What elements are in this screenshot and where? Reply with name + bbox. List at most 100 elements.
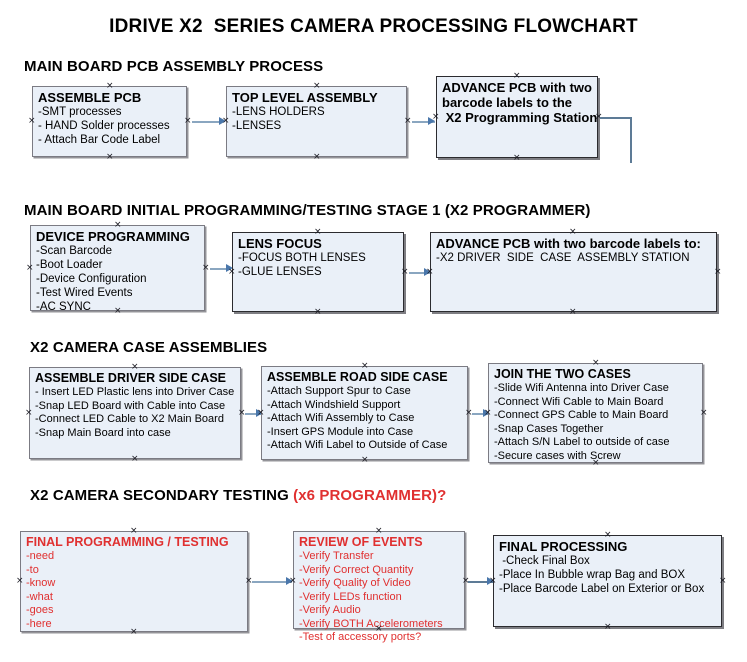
node-line: - Insert LED Plastic lens into Driver Ca… [35,386,235,398]
node-review-of-events[interactable]: REVIEW OF EVENTS -Verify Transfer -Verif… [293,531,465,643]
connection-handle-icon[interactable]: × [314,227,322,237]
connection-handle-icon[interactable]: × [238,408,246,418]
connection-handle-icon[interactable]: × [592,458,600,468]
node-line: -Connect Wifi Cable to Main Board [494,395,664,408]
node-line: -SMT processes [38,106,122,118]
connection-handle-icon[interactable]: × [432,112,440,122]
connection-handle-icon[interactable]: × [513,71,521,81]
connection-handle-icon[interactable]: × [484,408,492,418]
arrow-head-icon [219,117,226,125]
connection-handle-icon[interactable]: × [361,361,369,371]
node-line: -Verify Audio [299,604,361,616]
section-header-x2-camera-secondary-testing: X2 CAMERA SECONDARY TESTING (x6 PROGRAMM… [30,487,446,504]
node-line: -Place Barcode Label on Exterior or Box [499,583,705,595]
node-line: -Insert GPS Module into Case [267,425,414,438]
connection-handle-icon[interactable]: × [131,362,139,372]
connection-handle-icon[interactable]: × [569,227,577,237]
node-line: -Snap Main Board into case [35,426,171,439]
connection-handle-icon[interactable]: × [465,408,473,418]
connection-handle-icon[interactable]: × [604,530,612,540]
node-final-programming-testing[interactable]: FINAL PROGRAMMING / TESTING -need -to -k… [20,531,248,632]
section-header-text: X2 CAMERA SECONDARY TESTING [30,487,294,504]
connection-handle-icon[interactable]: × [700,408,708,418]
node-assemble-pcb[interactable]: ASSEMBLE PCB -SMT processes - HAND Solde… [32,86,187,157]
connection-handle-icon[interactable]: × [604,622,612,632]
connection-handle-icon[interactable]: × [130,526,138,536]
node-line: -Scan Barcode [36,245,113,257]
node-top-level-assembly[interactable]: TOP LEVEL ASSEMBLY -LENS HOLDERS -LENSES [226,86,407,157]
connection-handle-icon[interactable]: × [375,526,383,536]
connection-handle-icon[interactable]: × [714,267,722,277]
connection-handle-icon[interactable]: × [130,627,138,637]
connector-line [210,268,230,270]
arrow-head-icon [428,117,435,125]
connection-handle-icon[interactable]: × [16,576,24,586]
node-assemble-driver-side-case[interactable]: ASSEMBLE DRIVER SIDE CASE - Insert LED P… [29,367,241,459]
connection-handle-icon[interactable]: × [404,116,412,126]
node-line: -Attach Support Spur to Case [267,385,411,397]
section-header-x2-camera-case-assemblies: X2 CAMERA CASE ASSEMBLIES [30,339,268,356]
arrow-head-icon [487,577,494,585]
connection-handle-icon[interactable]: × [719,576,727,586]
connection-handle-icon[interactable]: × [513,153,521,163]
connection-handle-icon[interactable]: × [114,306,122,316]
node-line: -Place In Bubble wrap Bag and BOX [499,569,686,581]
node-line: -need [26,550,55,562]
connection-handle-icon[interactable]: × [595,112,603,122]
node-line: -here [26,617,52,630]
connection-handle-icon[interactable]: × [131,454,139,464]
connection-handle-icon[interactable]: × [489,576,497,586]
node-line: -GLUE LENSES [238,266,322,278]
node-title: ASSEMBLE ROAD SIDE CASE [267,370,448,384]
node-line: -Snap LED Board with Cable into Case [35,399,226,412]
connector-tail-vertical [630,117,632,163]
connection-handle-icon[interactable]: × [228,267,236,277]
connection-handle-icon[interactable]: × [257,408,265,418]
connection-handle-icon[interactable]: × [289,576,297,586]
connection-handle-icon[interactable]: × [106,152,114,162]
node-line: -Secure cases with Screw [494,449,621,462]
connector-line [252,581,292,583]
connection-handle-icon[interactable]: × [313,81,321,91]
node-line: -Attach S/N Label to outside of case [494,436,670,448]
connection-handle-icon[interactable]: × [361,455,369,465]
connection-handle-icon[interactable]: × [592,358,600,368]
node-title: REVIEW OF EVENTS [299,535,423,549]
connection-handle-icon[interactable]: × [401,267,409,277]
connection-handle-icon[interactable]: × [106,81,114,91]
node-line: - HAND Solder processes [38,120,170,132]
connection-handle-icon[interactable]: × [375,624,383,634]
connection-handle-icon[interactable]: × [426,267,434,277]
connection-handle-icon[interactable]: × [26,263,34,273]
node-advance-pcb-x2-programming-station[interactable]: ADVANCE PCB with two barcode labels to t… [436,76,598,158]
connector-line [472,413,488,415]
node-line: -Attach Wifi Label to Outside of Case [267,439,448,451]
connection-handle-icon[interactable]: × [462,576,470,586]
connection-handle-icon[interactable]: × [28,116,36,126]
connection-handle-icon[interactable]: × [245,576,253,586]
connection-handle-icon[interactable]: × [569,307,577,317]
node-assemble-road-side-case[interactable]: ASSEMBLE ROAD SIDE CASE -Attach Support … [261,366,468,460]
node-title: TOP LEVEL ASSEMBLY [232,90,378,105]
node-title: ASSEMBLE PCB [38,90,142,105]
connection-handle-icon[interactable]: × [25,408,33,418]
node-device-programming[interactable]: DEVICE PROGRAMMING -Scan Barcode -Boot L… [30,225,205,313]
node-line-overflow: -Test of accessory ports? [299,631,422,643]
node-line: -Snap Cases Together [494,422,604,435]
page-title: IDRIVE X2 SERIES CAMERA PROCESSING FLOWC… [109,16,638,37]
connection-handle-icon[interactable]: × [222,116,230,126]
node-title: ADVANCE PCB with two barcode labels to: [436,236,701,251]
arrow-head-icon [483,409,490,417]
node-lens-focus[interactable]: LENS FOCUS -FOCUS BOTH LENSES -GLUE LENS… [232,232,404,312]
node-advance-pcb-driver-side-case[interactable]: ADVANCE PCB with two barcode labels to: … [430,232,717,312]
connection-handle-icon[interactable]: × [313,152,321,162]
connection-handle-icon[interactable]: × [314,307,322,317]
node-join-the-two-cases[interactable]: JOIN THE TWO CASES -Slide Wifi Antenna i… [488,363,703,463]
node-line: -X2 DRIVER SIDE CASE ASSEMBLY STATION [436,252,690,264]
node-final-processing[interactable]: FINAL PROCESSING -Check Final Box -Place… [493,535,722,627]
connection-handle-icon[interactable]: × [202,263,210,273]
connection-handle-icon[interactable]: × [114,220,122,230]
node-title: FINAL PROGRAMMING / TESTING [26,535,229,549]
connection-handle-icon[interactable]: × [184,116,192,126]
